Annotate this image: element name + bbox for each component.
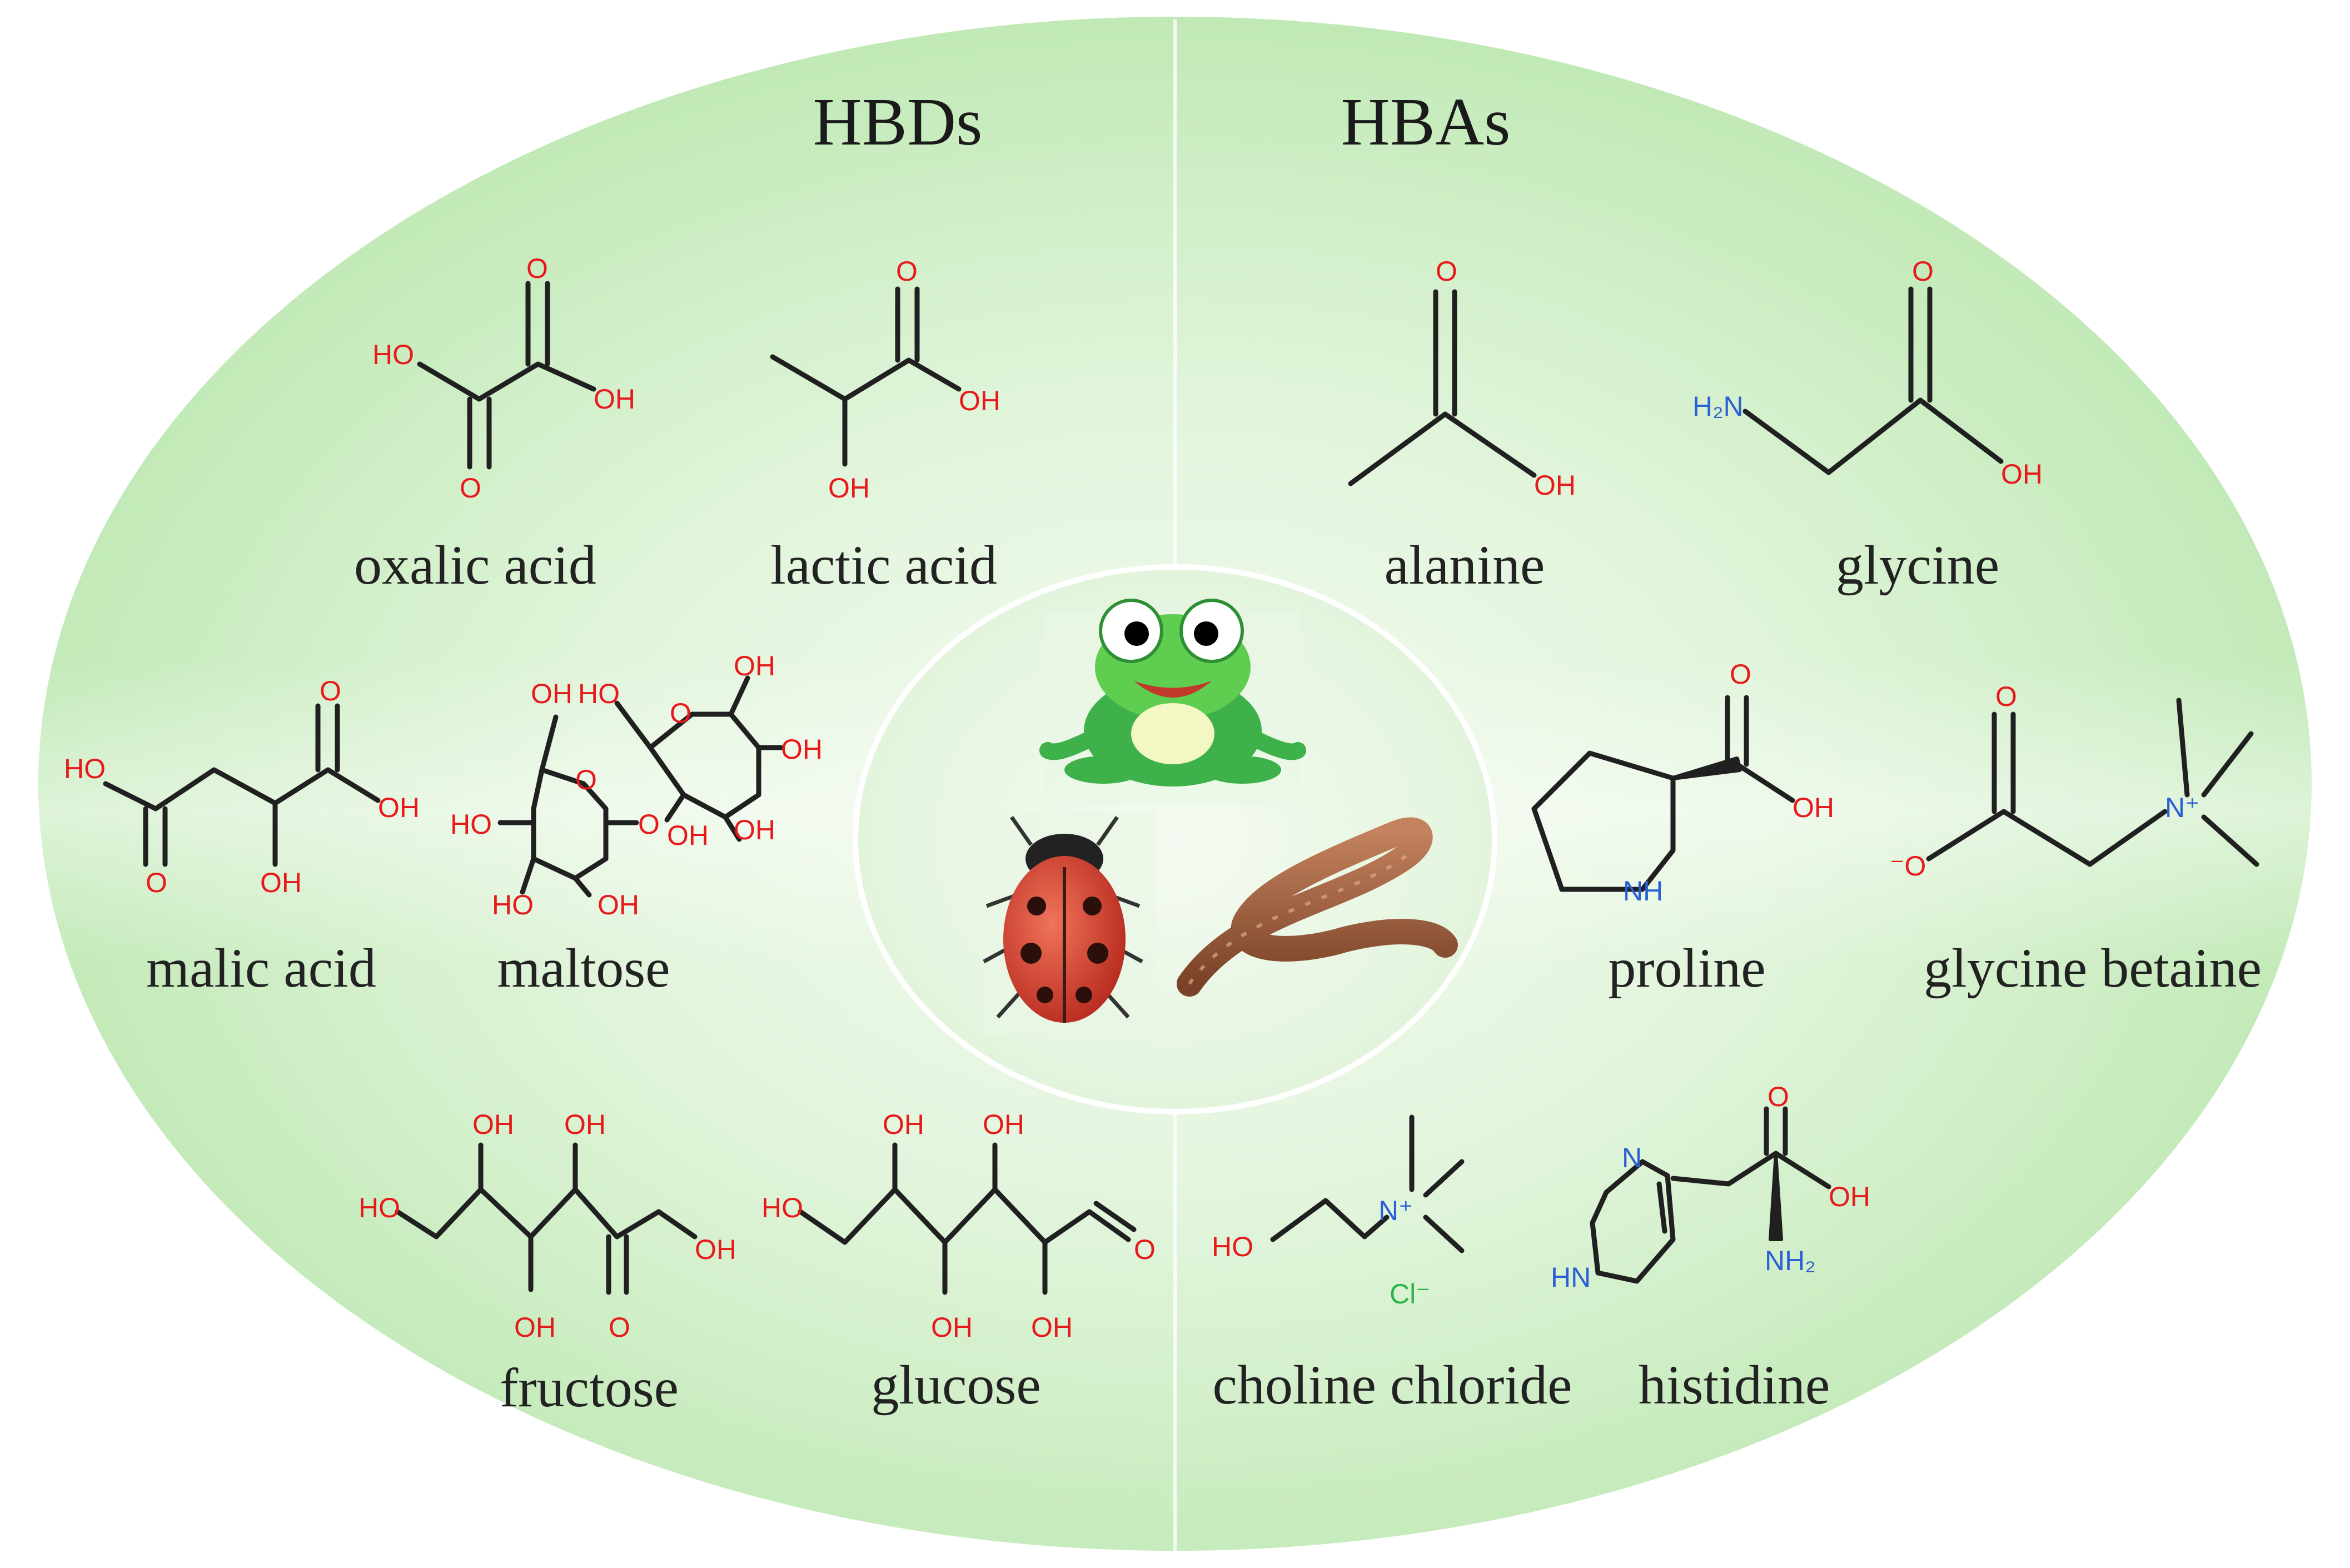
histidine-atom-hn: HN <box>1551 1262 1591 1293</box>
glycine-atom-oh: OH <box>2001 459 2043 490</box>
maltose-atom-o-ring-right: O <box>670 698 691 729</box>
lactic-acid-atom-o: O <box>896 256 918 287</box>
glycine-betaine-atom-o: O <box>1995 681 2017 712</box>
maltose-atom-oh-5: OH <box>598 889 639 920</box>
lactic-acid-label: lactic acid <box>770 534 997 596</box>
malic-acid-atom-ho: HO <box>64 753 106 784</box>
maltose-atom-oh-4: OH <box>734 814 775 845</box>
histidine-atom-o: O <box>1768 1081 1789 1112</box>
maltose-atom-ho-2: HO <box>450 809 492 840</box>
histidine-atom-n: N <box>1622 1142 1642 1173</box>
maltose-atom-ho-1: HO <box>578 678 620 709</box>
oxalic-acid-atom-ho: HO <box>372 339 414 370</box>
glycine-label: glycine <box>1836 534 1999 596</box>
glycine-betaine-structure: O ⁻O N⁺ <box>1890 681 2259 882</box>
glycine-atom-o: O <box>1912 256 1934 287</box>
glucose-atom-oh-3: OH <box>931 1312 973 1343</box>
malic-acid-atom-o-left: O <box>146 867 167 898</box>
histidine-atom-oh: OH <box>1829 1181 1870 1212</box>
glycine-betaine-atom-o-minus: ⁻O <box>1890 850 1926 882</box>
maltose-atom-oh-2: OH <box>734 650 775 681</box>
alanine-atom-oh: OH <box>1534 470 1576 501</box>
proline-atom-o: O <box>1730 659 1751 690</box>
glycine-betaine-atom-n-plus: N⁺ <box>2165 792 2200 823</box>
alanine-label: alanine <box>1385 534 1545 596</box>
glucose-atom-oh-2: OH <box>983 1109 1024 1140</box>
glycine-betaine-label: glycine betaine <box>1924 937 2262 999</box>
maltose-atom-oh-3: OH <box>781 734 823 765</box>
histidine-label: histidine <box>1639 1354 1830 1416</box>
fructose-atom-oh-3: OH <box>695 1234 736 1265</box>
oxalic-acid-structure: HO O O OH <box>372 253 635 504</box>
maltose-label: maltose <box>497 937 670 999</box>
lactic-acid-atom-oh-acid: OH <box>959 385 1000 416</box>
glucose-atom-o: O <box>1134 1234 1156 1265</box>
fructose-atom-oh-4: OH <box>514 1312 556 1343</box>
lactic-acid-atom-oh-alcohol: OH <box>828 472 870 504</box>
maltose-atom-ho-3: HO <box>492 889 534 920</box>
maltose-structure: OH HO O OH O HO O OH OH HO OH OH <box>450 650 823 920</box>
oxalic-acid-atom-o-top: O <box>526 253 548 284</box>
malic-acid-atom-oh-acid: OH <box>378 792 420 823</box>
ladybug-icon <box>983 812 1156 1034</box>
fructose-label: fructose <box>500 1357 679 1418</box>
glucose-atom-oh-1: OH <box>883 1109 924 1140</box>
fructose-atom-oh-1: OH <box>472 1109 514 1140</box>
proline-structure: O OH NH <box>1531 659 1834 907</box>
alanine-structure: O OH <box>1348 256 1576 501</box>
glycine-atom-h2n: H₂N <box>1692 391 1744 422</box>
malic-acid-structure: HO O O OH OH <box>64 675 420 898</box>
malic-acid-label: malic acid <box>146 937 376 999</box>
choline-chloride-atom-cl-minus: Cl⁻ <box>1390 1278 1431 1310</box>
maltose-atom-o-glycosidic: O <box>638 809 660 840</box>
fructose-atom-ho: HO <box>359 1192 400 1223</box>
oxalic-acid-atom-o-bottom: O <box>460 472 481 504</box>
choline-chloride-atom-ho: HO <box>1212 1231 1253 1262</box>
hba-header: HBAs <box>1341 84 1510 160</box>
glycine-structure: O H₂N OH <box>1692 256 2043 490</box>
maltose-atom-o-ring-left: O <box>575 764 597 795</box>
earthworm-icon <box>1177 817 1458 997</box>
fructose-structure: OH OH HO OH OH O <box>359 1109 736 1343</box>
malic-acid-atom-o-right: O <box>320 675 341 706</box>
proline-atom-nh: NH <box>1623 875 1663 907</box>
choline-chloride-structure: N⁺ HO Cl⁻ <box>1212 1114 1465 1310</box>
maltose-atom-oh-6: OH <box>667 820 709 851</box>
choline-chloride-label: choline chloride <box>1213 1354 1572 1416</box>
lactic-acid-structure: O OH OH <box>770 256 1000 504</box>
glucose-label: glucose <box>871 1354 1040 1416</box>
oxalic-acid-label: oxalic acid <box>354 534 596 596</box>
hbd-header: HBDs <box>813 84 982 160</box>
proline-atom-oh: OH <box>1793 792 1834 823</box>
oxalic-acid-atom-oh: OH <box>594 384 635 415</box>
frog-icon <box>1039 599 1306 806</box>
proline-label: proline <box>1608 937 1765 999</box>
fructose-atom-o: O <box>609 1312 630 1343</box>
alanine-atom-o: O <box>1436 256 1457 287</box>
fructose-atom-oh-2: OH <box>564 1109 606 1140</box>
glucose-atom-ho: HO <box>761 1192 803 1223</box>
maltose-atom-oh-1: OH <box>531 678 572 709</box>
histidine-atom-nh2: NH₂ <box>1765 1245 1816 1276</box>
glucose-structure: OH OH HO O OH OH <box>761 1109 1156 1343</box>
histidine-structure: O OH N HN NH₂ <box>1551 1081 1870 1293</box>
glucose-atom-oh-4: OH <box>1031 1312 1073 1343</box>
choline-chloride-atom-n-plus: N⁺ <box>1378 1195 1413 1226</box>
malic-acid-atom-oh-alcohol: OH <box>260 867 302 898</box>
